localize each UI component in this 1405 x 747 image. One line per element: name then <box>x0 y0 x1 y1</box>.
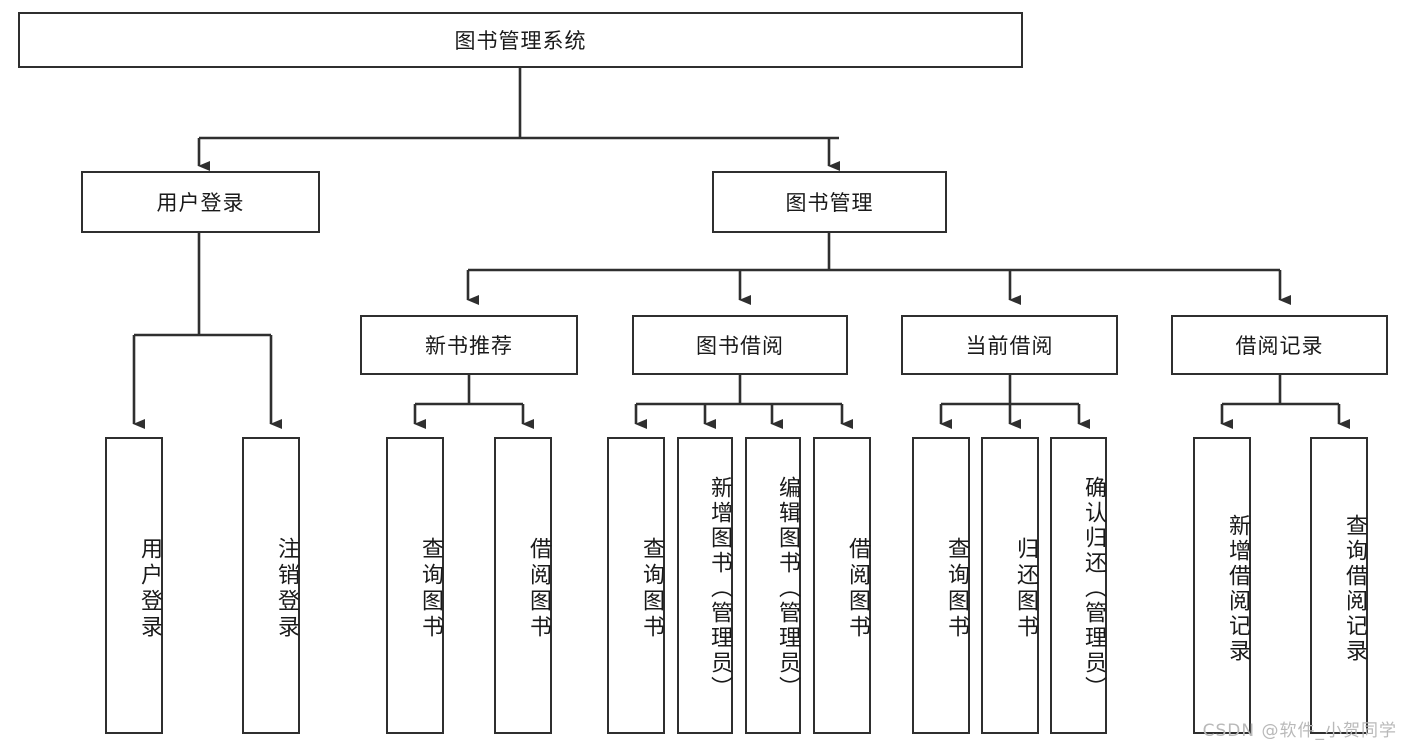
node-root-system[interactable]: 图书管理系统 <box>18 12 1023 68</box>
leaf-user-login[interactable]: 用户登录 <box>105 437 163 734</box>
leaf-add-book-admin[interactable]: 新增图书（管理员） <box>677 437 733 734</box>
leaf-edit-book-admin[interactable]: 编辑图书（管理员） <box>745 437 801 734</box>
leaf-query-book-borrow[interactable]: 查询图书 <box>607 437 665 734</box>
leaf-return-book[interactable]: 归还图书 <box>981 437 1039 734</box>
leaf-query-book-current[interactable]: 查询图书 <box>912 437 970 734</box>
csdn-watermark: CSDN @软件_小贺同学 <box>1202 721 1397 741</box>
node-book-management[interactable]: 图书管理 <box>712 171 947 233</box>
leaf-query-book-recommend[interactable]: 查询图书 <box>386 437 444 734</box>
node-new-book-recommend[interactable]: 新书推荐 <box>360 315 578 375</box>
node-book-borrow[interactable]: 图书借阅 <box>632 315 848 375</box>
node-current-borrow[interactable]: 当前借阅 <box>901 315 1118 375</box>
leaf-confirm-return-admin[interactable]: 确认归还（管理员） <box>1050 437 1107 734</box>
leaf-borrow-book-recommend[interactable]: 借阅图书 <box>494 437 552 734</box>
leaf-logout[interactable]: 注销登录 <box>242 437 300 734</box>
leaf-borrow-book[interactable]: 借阅图书 <box>813 437 871 734</box>
node-borrow-record[interactable]: 借阅记录 <box>1171 315 1388 375</box>
leaf-query-borrow-record[interactable]: 查询借阅记录 <box>1310 437 1368 734</box>
leaf-add-borrow-record[interactable]: 新增借阅记录 <box>1193 437 1251 734</box>
node-user-login[interactable]: 用户登录 <box>81 171 320 233</box>
